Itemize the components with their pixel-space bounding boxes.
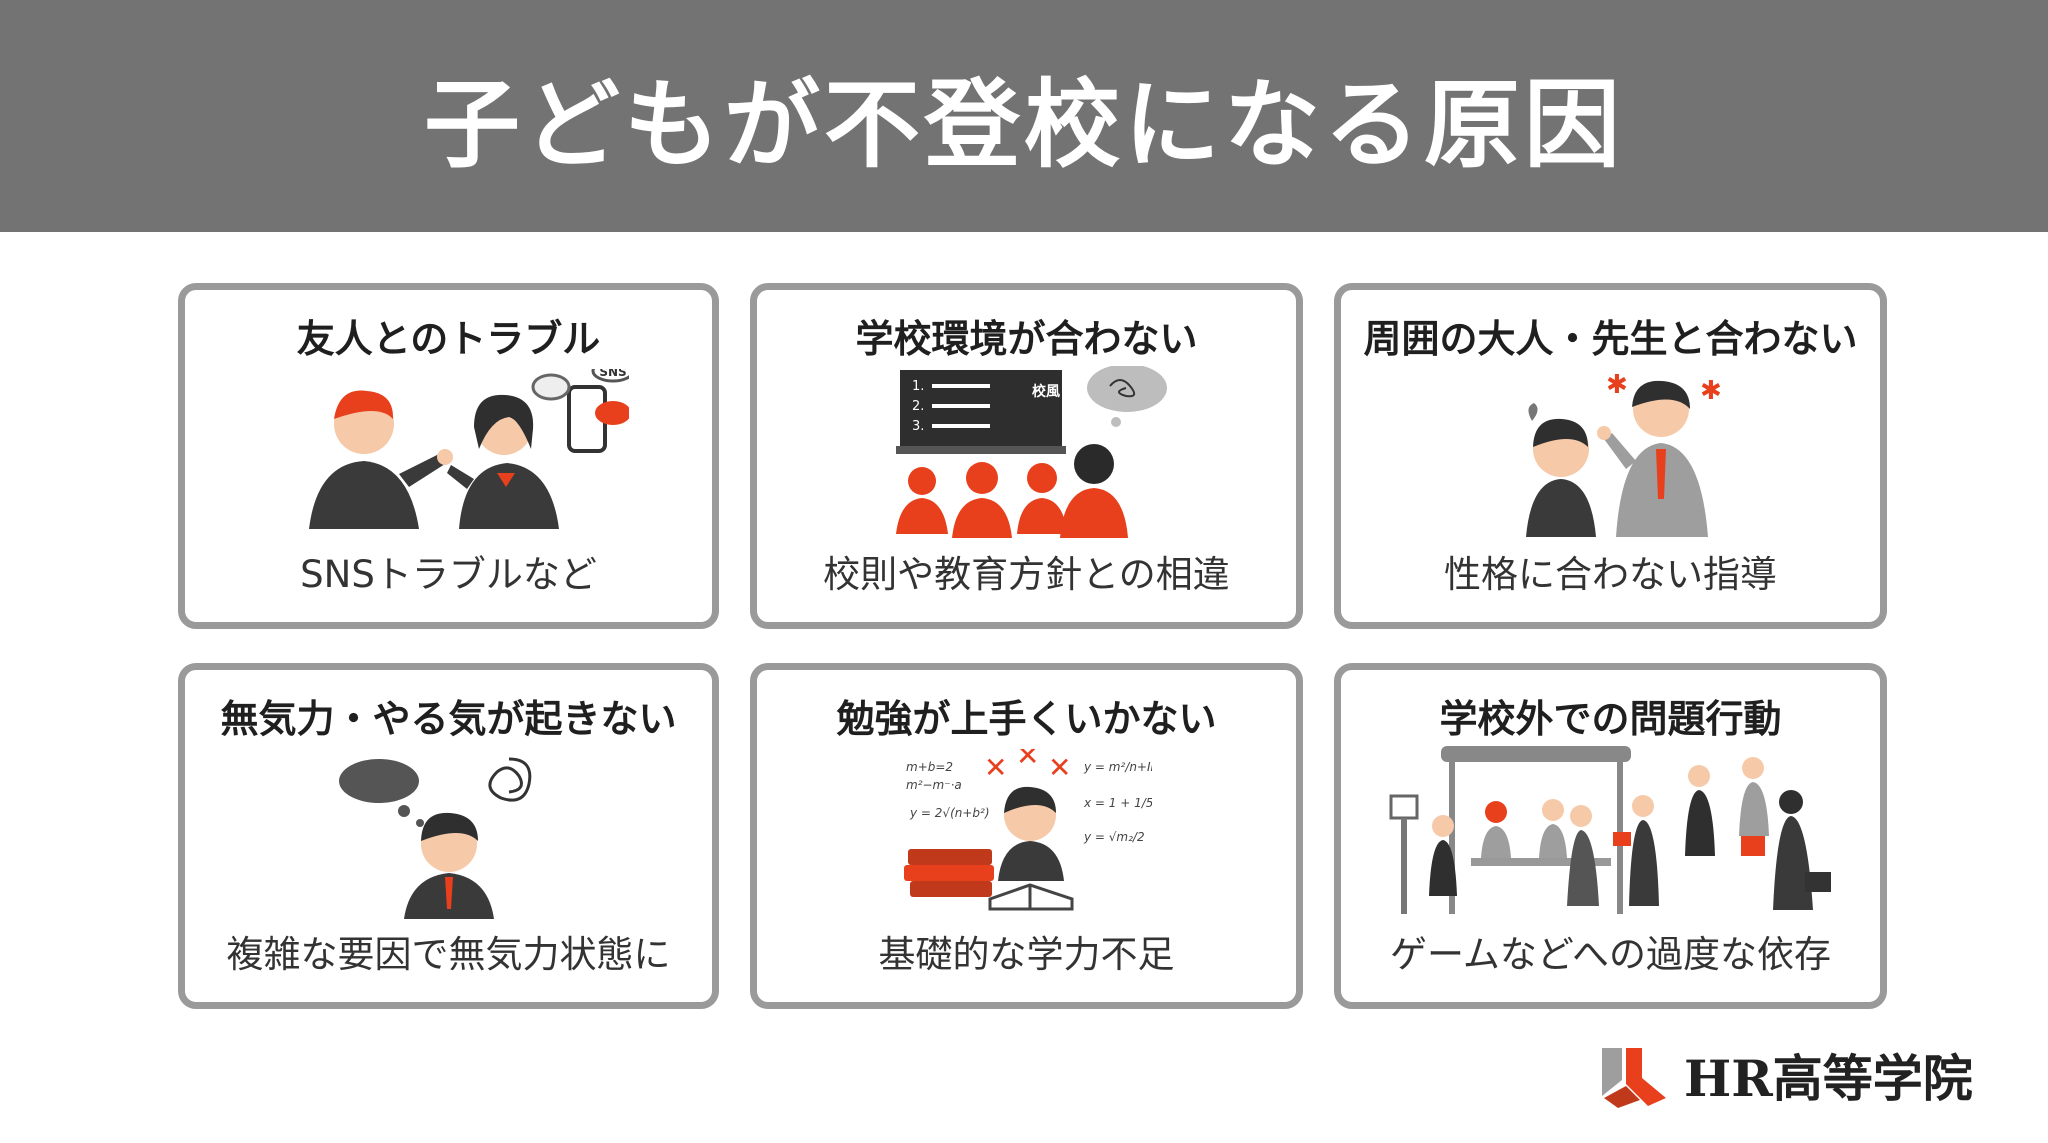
svg-text:✕: ✕ [1048,751,1071,784]
friends-argument-icon: SNS [185,363,712,544]
formula-text: y = 2√(n+b²) [909,806,990,820]
svg-text:✱: ✱ [1606,370,1628,400]
page-title: 子どもが不登校になる原因 [424,68,1624,181]
svg-text:✕: ✕ [984,751,1007,784]
sns-bubble-text: SNS [599,369,626,379]
cause-card-lethargy: 無気力・やる気が起きない 複雑な要因で無気力状態に [178,663,719,1009]
card-title: 学校環境が合わない [855,317,1198,361]
board-side-text: 校風 [1032,383,1060,400]
formula-text: x = 1 + 1/5 [1083,796,1152,810]
cause-card-school-environment: 学校環境が合わない 1. 2. 3. 校風 [750,283,1303,629]
teacher-scolding-icon: ✱ ✱ [1341,363,1880,544]
card-caption: 性格に合わない指導 [1444,553,1777,596]
card-caption: SNSトラブルなど [300,553,597,596]
card-caption: ゲームなどへの過度な依存 [1389,933,1832,976]
card-caption: 校則や教育方針との相違 [823,553,1230,596]
board-item: 1. [912,379,924,394]
school-rules-blackboard-icon: 1. 2. 3. 校風 [757,363,1296,544]
card-title: 周囲の大人・先生と合わない [1363,317,1858,361]
study-struggle-icon: m+b=2 m²−m⁻·a y = 2√(n+b²) y = m²/n+II x… [757,743,1296,924]
card-title: 勉強が上手くいかない [836,697,1217,741]
svg-text:✱: ✱ [1700,376,1722,406]
card-title: 友人とのトラブル [296,317,601,361]
cause-card-grid: 友人とのトラブル SNS [178,283,1888,1009]
cause-card-adults-teachers: 周囲の大人・先生と合わない ✱ ✱ 性格に合わない指導 [1334,283,1887,629]
card-title: 学校外での問題行動 [1439,697,1782,741]
svg-text:✕: ✕ [1016,749,1039,772]
page-header: 子どもが不登校になる原因 [0,0,2048,232]
card-caption: 基礎的な学力不足 [878,933,1175,976]
board-item: 2. [912,399,924,414]
formula-text: m²−m⁻·a [906,778,962,792]
street-behavior-icon [1341,743,1880,924]
logo-text: HR高等学院 [1684,1049,1973,1108]
board-item: 3. [912,419,924,434]
cause-card-outside-behavior: 学校外での問題行動 [1334,663,1887,1009]
card-caption: 複雑な要因で無気力状態に [226,933,671,976]
brand-logo: HR高等学院 [1600,1040,1973,1110]
formula-text: m+b=2 [906,760,953,774]
formula-text: y = √m₂/2 [1083,830,1145,844]
card-title: 無気力・やる気が起きない [220,697,677,741]
cause-card-friends: 友人とのトラブル SNS [178,283,719,629]
formula-text: y = m²/n+II [1083,760,1152,774]
lethargic-student-icon [185,743,712,924]
hr-logo-icon [1602,1048,1666,1108]
cause-card-study: 勉強が上手くいかない m+b=2 m²−m⁻·a y = 2√(n+b²) y … [750,663,1303,1009]
